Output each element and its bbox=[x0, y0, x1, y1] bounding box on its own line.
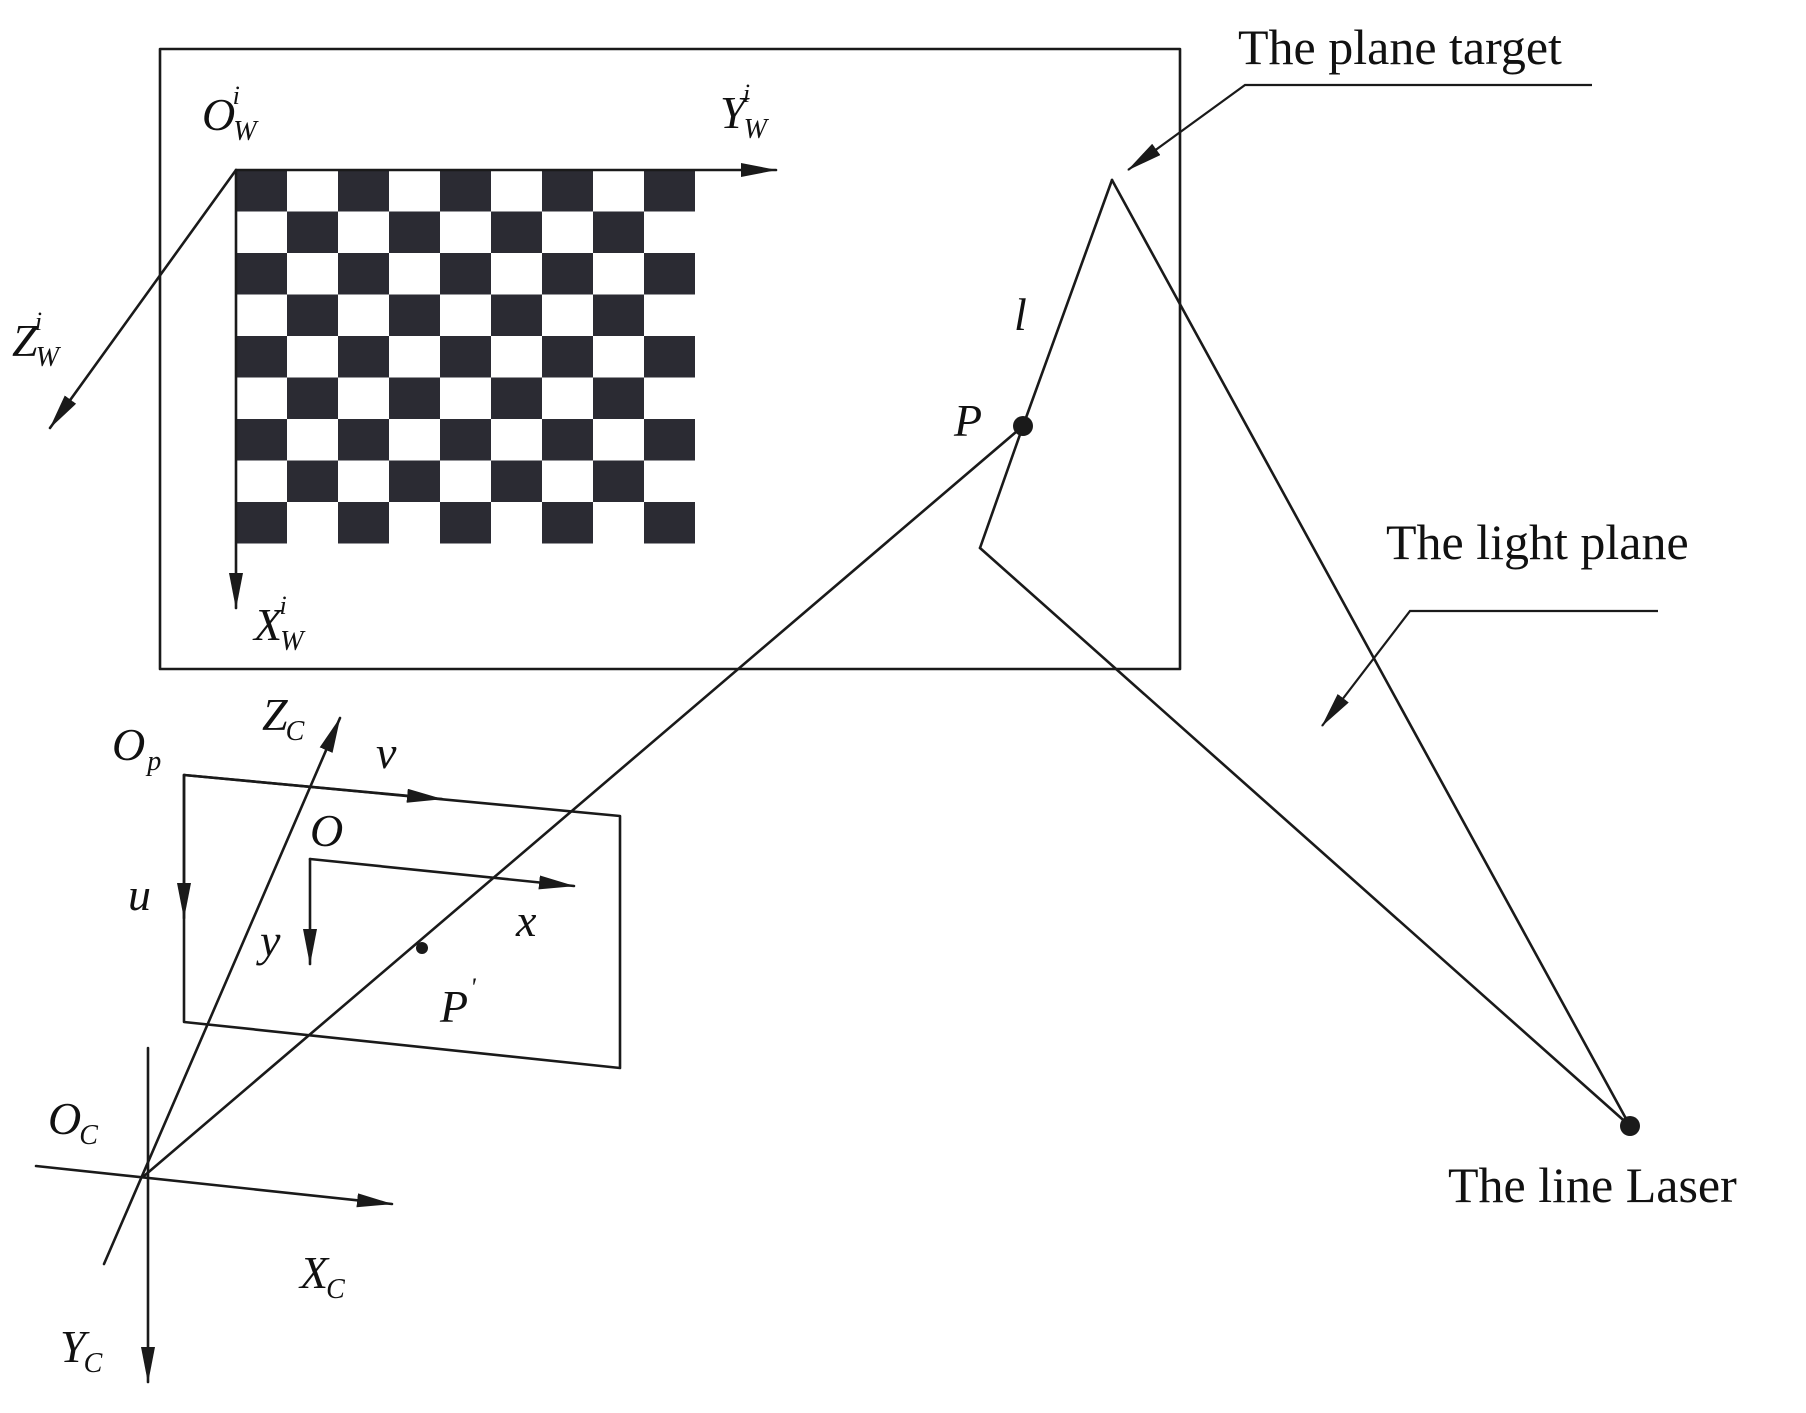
checker-square bbox=[338, 170, 389, 212]
camera-xc-label: XC bbox=[298, 1247, 345, 1305]
line-l-label: l bbox=[1014, 289, 1027, 340]
plane-target-callout bbox=[1127, 83, 1592, 171]
camera-xc-axis bbox=[34, 1164, 394, 1208]
line-laser-point bbox=[1620, 1116, 1640, 1136]
checker-square bbox=[644, 336, 695, 378]
world-x-label: XWi bbox=[252, 591, 306, 657]
light-plane-callout bbox=[1321, 609, 1658, 727]
checker-square bbox=[440, 419, 491, 461]
laser-stripe-line bbox=[978, 178, 1114, 550]
checker-square bbox=[338, 419, 389, 461]
image-x-axis bbox=[308, 857, 576, 890]
checker-square bbox=[236, 170, 287, 212]
image-origin-op-label: Op bbox=[112, 719, 161, 777]
checker-square bbox=[491, 211, 542, 253]
checker-square bbox=[593, 460, 644, 502]
point-p-prime-label: P' bbox=[439, 973, 476, 1032]
checker-square bbox=[389, 211, 440, 253]
checker-square bbox=[542, 336, 593, 378]
checker-square bbox=[644, 170, 695, 212]
checker-square bbox=[389, 294, 440, 336]
world-z-axis bbox=[48, 168, 238, 430]
image-u-label: u bbox=[128, 869, 151, 920]
projection-ray bbox=[142, 424, 1025, 1178]
image-y-label: y bbox=[256, 915, 281, 966]
plane-target-label: The plane target bbox=[1238, 19, 1562, 75]
checker-square bbox=[593, 294, 644, 336]
camera-yc-label: YC bbox=[60, 1321, 103, 1379]
world-z-label: ZWi bbox=[12, 307, 62, 373]
camera-zc-axis bbox=[102, 716, 342, 1266]
light-plane-edge-lower bbox=[978, 546, 1632, 1128]
checker-square bbox=[338, 502, 389, 544]
checker-square bbox=[440, 502, 491, 544]
checker-square bbox=[440, 253, 491, 295]
checker-square bbox=[542, 502, 593, 544]
checker-square bbox=[440, 336, 491, 378]
point-p-label: P bbox=[953, 395, 982, 446]
checker-square bbox=[593, 377, 644, 419]
checker-square bbox=[287, 294, 338, 336]
world-origin-label: OWi bbox=[202, 81, 259, 147]
checker-square bbox=[644, 502, 695, 544]
checker-square bbox=[287, 377, 338, 419]
camera-zc-label: ZC bbox=[262, 689, 305, 747]
checker-square bbox=[389, 377, 440, 419]
checker-square bbox=[338, 336, 389, 378]
light-plane-label: The light plane bbox=[1386, 514, 1689, 570]
checker-square bbox=[491, 377, 542, 419]
checker-square bbox=[440, 170, 491, 212]
point-p-prime bbox=[416, 942, 428, 954]
camera-oc-label: OC bbox=[48, 1093, 98, 1151]
light-plane-edge-upper bbox=[1110, 178, 1632, 1128]
checker-square bbox=[491, 294, 542, 336]
checker-square bbox=[338, 253, 389, 295]
checker-square bbox=[389, 460, 440, 502]
image-plane bbox=[182, 773, 622, 1070]
checker-square bbox=[644, 419, 695, 461]
checker-square bbox=[542, 170, 593, 212]
checker-square bbox=[236, 253, 287, 295]
checker-square bbox=[287, 460, 338, 502]
image-v-label: v bbox=[376, 727, 397, 778]
image-x-label: x bbox=[515, 895, 537, 946]
checker-square bbox=[287, 211, 338, 253]
line-laser-label: The line Laser bbox=[1448, 1157, 1737, 1213]
image-v-axis bbox=[182, 773, 444, 803]
plane-target-frame bbox=[158, 47, 1182, 671]
checker-square bbox=[236, 502, 287, 544]
point-p bbox=[1013, 416, 1033, 436]
image-o-label: O bbox=[310, 805, 343, 856]
checker-square bbox=[491, 460, 542, 502]
checker-square bbox=[593, 211, 644, 253]
world-y-label: YWi bbox=[720, 79, 770, 145]
checkerboard bbox=[236, 170, 695, 544]
checker-square bbox=[644, 253, 695, 295]
checker-square bbox=[236, 336, 287, 378]
checker-square bbox=[542, 419, 593, 461]
checker-square bbox=[236, 419, 287, 461]
checker-square bbox=[542, 253, 593, 295]
